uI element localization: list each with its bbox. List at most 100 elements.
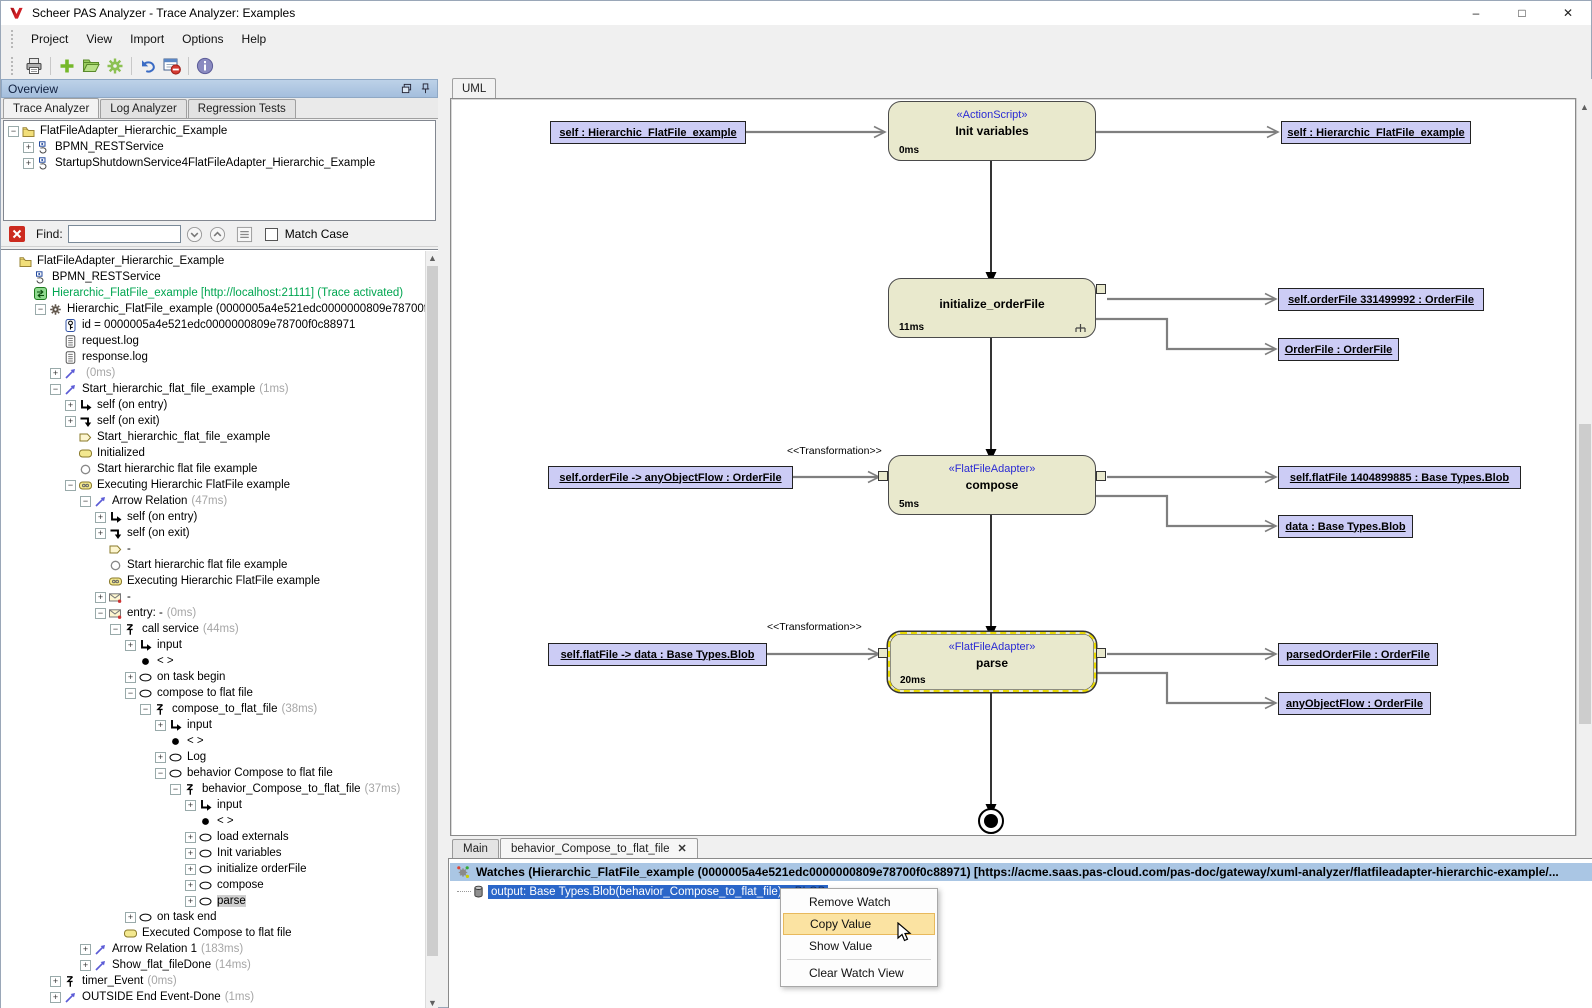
match-case-checkbox[interactable] (264, 227, 278, 241)
tree-row[interactable]: −FlatFileAdapter_Hierarchic_Example (4, 123, 435, 139)
tree-row[interactable]: +load externals (1, 829, 438, 845)
menu-options[interactable]: Options (182, 32, 224, 46)
tree-row[interactable]: id = 0000005a4e521edc0000000809e78700f0c… (1, 317, 438, 333)
close-find-icon[interactable] (9, 226, 25, 242)
tree-row[interactable]: +compose (1, 877, 438, 893)
menu-help[interactable]: Help (241, 32, 267, 46)
tree-row[interactable]: < > (1, 813, 438, 829)
expand-icon[interactable]: + (50, 991, 61, 1003)
tree-row[interactable]: Executed Compose to flat file (1, 925, 438, 941)
info-icon[interactable] (194, 55, 216, 77)
tree-row[interactable]: −Arrow Relation(47ms) (1, 493, 438, 509)
tree-row[interactable]: +Arrow Relation 1(183ms) (1, 941, 438, 957)
tree-row[interactable]: +self (on exit) (1, 525, 438, 541)
collapse-icon[interactable]: − (140, 703, 151, 715)
diagram-scrollbar[interactable]: ▲ (1576, 98, 1592, 836)
tree-row[interactable]: +Show_flat_fileDone(14ms) (1, 957, 438, 973)
expand-icon[interactable]: + (185, 895, 196, 907)
tree-row[interactable]: +initialize orderFile (1, 861, 438, 877)
pin-icon[interactable] (420, 83, 431, 94)
tree-row[interactable]: +Init variables (1, 845, 438, 861)
tree-row[interactable]: −behavior Compose to flat file (1, 765, 438, 781)
tree-row[interactable]: Initialized (1, 445, 438, 461)
uml-object-node[interactable]: self.flatFile -> data : Base Types.Blob (548, 643, 767, 666)
tree-scrollbar[interactable]: ▲ ▼ (425, 251, 438, 1008)
collapse-icon[interactable]: − (125, 687, 136, 699)
tree-row[interactable]: −compose to flat file (1, 685, 438, 701)
collapse-icon[interactable]: − (110, 623, 121, 635)
expand-icon[interactable]: + (185, 799, 196, 811)
watch-item[interactable]: output: Base Types.Blob(behavior_Compose… (457, 883, 829, 900)
tree-row[interactable]: −call service(44ms) (1, 621, 438, 637)
tree-row[interactable]: −compose_to_flat_file(38ms) (1, 701, 438, 717)
watches-header[interactable]: Watches (Hierarchic_FlatFile_example (00… (450, 863, 1592, 881)
tree-row[interactable]: BPMN_RESTService (1, 269, 438, 285)
find-next-icon[interactable] (186, 225, 204, 243)
collapse-icon[interactable]: − (80, 495, 91, 507)
tab-regression-tests[interactable]: Regression Tests (187, 99, 296, 118)
menu-project[interactable]: Project (31, 32, 69, 46)
context-menu-copy-value[interactable]: Copy Value (783, 913, 935, 935)
tree-row[interactable]: < > (1, 653, 438, 669)
expand-icon[interactable]: + (125, 911, 136, 923)
settings-icon[interactable] (104, 55, 126, 77)
menu-import[interactable]: Import (130, 32, 165, 46)
expand-icon[interactable]: + (23, 157, 34, 169)
tree-row[interactable]: +self (on entry) (1, 397, 438, 413)
context-menu-remove-watch[interactable]: Remove Watch (809, 895, 891, 909)
float-panel-icon[interactable] (401, 83, 412, 94)
close-tab-icon[interactable]: ✕ (677, 843, 687, 855)
watch-expression[interactable]: output: Base Types.Blob(behavior_Compose… (488, 884, 829, 899)
undo-icon[interactable] (137, 55, 159, 77)
expand-icon[interactable]: + (125, 639, 136, 651)
expand-icon[interactable]: + (155, 751, 166, 763)
minimize-button[interactable]: – (1472, 6, 1480, 20)
trace-options-icon[interactable] (161, 55, 183, 77)
collapse-icon[interactable]: − (50, 383, 61, 395)
tree-row[interactable]: Start hierarchic flat file example (1, 557, 438, 573)
tree-row[interactable]: +input (1, 717, 438, 733)
expand-icon[interactable]: + (80, 943, 91, 955)
expand-icon[interactable]: + (185, 831, 196, 843)
collapse-icon[interactable]: − (170, 783, 181, 795)
tab-main[interactable]: Main (452, 839, 499, 858)
close-button[interactable]: ✕ (1562, 6, 1574, 20)
tree-row[interactable]: +OUTSIDE End Event-Done(1ms) (1, 989, 438, 1005)
expand-icon[interactable]: + (185, 879, 196, 891)
tree-row[interactable]: response.log (1, 349, 438, 365)
expand-icon[interactable]: + (185, 863, 196, 875)
expand-icon[interactable]: + (65, 399, 76, 411)
tree-row[interactable]: +(0ms) (1, 365, 438, 381)
tree-row[interactable]: +Log (1, 749, 438, 765)
expand-icon[interactable]: + (185, 847, 196, 859)
uml-object-node[interactable]: self : Hierarchic_FlatFile_example (1281, 121, 1471, 144)
menu-view[interactable]: View (86, 32, 113, 46)
uml-object-node[interactable]: anyObjectFlow : OrderFile (1278, 692, 1431, 715)
tree-row[interactable]: Hierarchic_FlatFile_example [http://loca… (1, 285, 438, 301)
tab-trace-analyzer[interactable]: Trace Analyzer (3, 98, 100, 118)
tree-row[interactable]: −Executing Hierarchic FlatFile example (1, 477, 438, 493)
tree-row[interactable]: +input (1, 797, 438, 813)
printer-icon[interactable] (23, 55, 45, 77)
add-icon[interactable] (56, 55, 78, 77)
maximize-button[interactable]: □ (1518, 6, 1526, 20)
tree-row[interactable]: +self (on entry) (1, 509, 438, 525)
uml-object-node[interactable]: data : Base Types.Blob (1278, 515, 1413, 538)
tree-row[interactable]: +parse (1, 893, 438, 909)
uml-object-node[interactable]: self.flatFile 1404899885 : Base Types.Bl… (1278, 466, 1521, 489)
final-node[interactable] (978, 808, 1004, 834)
uml-object-node[interactable]: OrderFile : OrderFile (1278, 338, 1399, 361)
tree-row[interactable]: +StartupShutdownService4FlatFileAdapter_… (4, 155, 435, 171)
tree-row[interactable]: +self (on exit) (1, 413, 438, 429)
tree-row[interactable]: −entry: -(0ms) (1, 605, 438, 621)
expand-icon[interactable]: + (95, 591, 106, 603)
expand-icon[interactable]: + (65, 415, 76, 427)
tree-row[interactable]: Start_hierarchic_flat_file_example (1, 429, 438, 445)
tree-row[interactable]: - (1, 541, 438, 557)
collapse-icon[interactable]: − (95, 607, 106, 619)
tree-row[interactable]: −Start_hierarchic_flat_file_example(1ms) (1, 381, 438, 397)
tree-row[interactable]: −Hierarchic_FlatFile_example (0000005a4e… (1, 301, 438, 317)
tree-row[interactable]: +on task begin (1, 669, 438, 685)
